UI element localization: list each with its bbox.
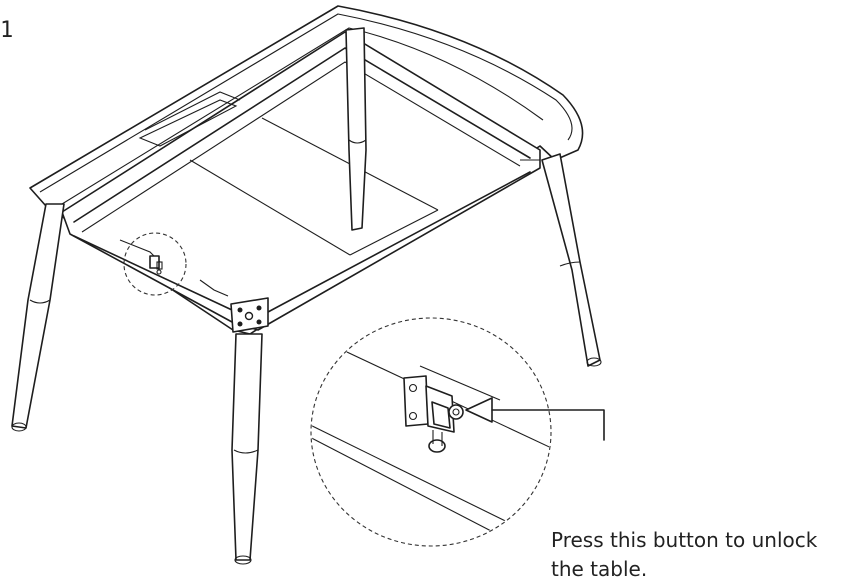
- table-underside-illustration: [11, 5, 605, 565]
- corner-bracket: [230, 297, 269, 333]
- latch-location-circle: [123, 232, 187, 296]
- lock-latch-icon: [149, 255, 163, 275]
- step-number: 1: [0, 18, 14, 43]
- table-leg-left: [11, 203, 65, 432]
- assembly-diagram: 1: [0, 5, 817, 581]
- detail-magnifier-circle: [310, 317, 552, 547]
- lock-latch-magnified: [403, 375, 464, 453]
- instruction-callout: Press this button to unlock the table.: [551, 526, 851, 584]
- callout-line-2: the table.: [551, 557, 648, 581]
- table-leg-right: [541, 153, 602, 367]
- arrow-pointer-icon: [465, 397, 605, 441]
- table-leg-front: [231, 333, 263, 565]
- callout-line-1: Press this button to unlock: [551, 528, 818, 552]
- table-leg-back: [345, 27, 367, 231]
- table-apron: [61, 31, 541, 331]
